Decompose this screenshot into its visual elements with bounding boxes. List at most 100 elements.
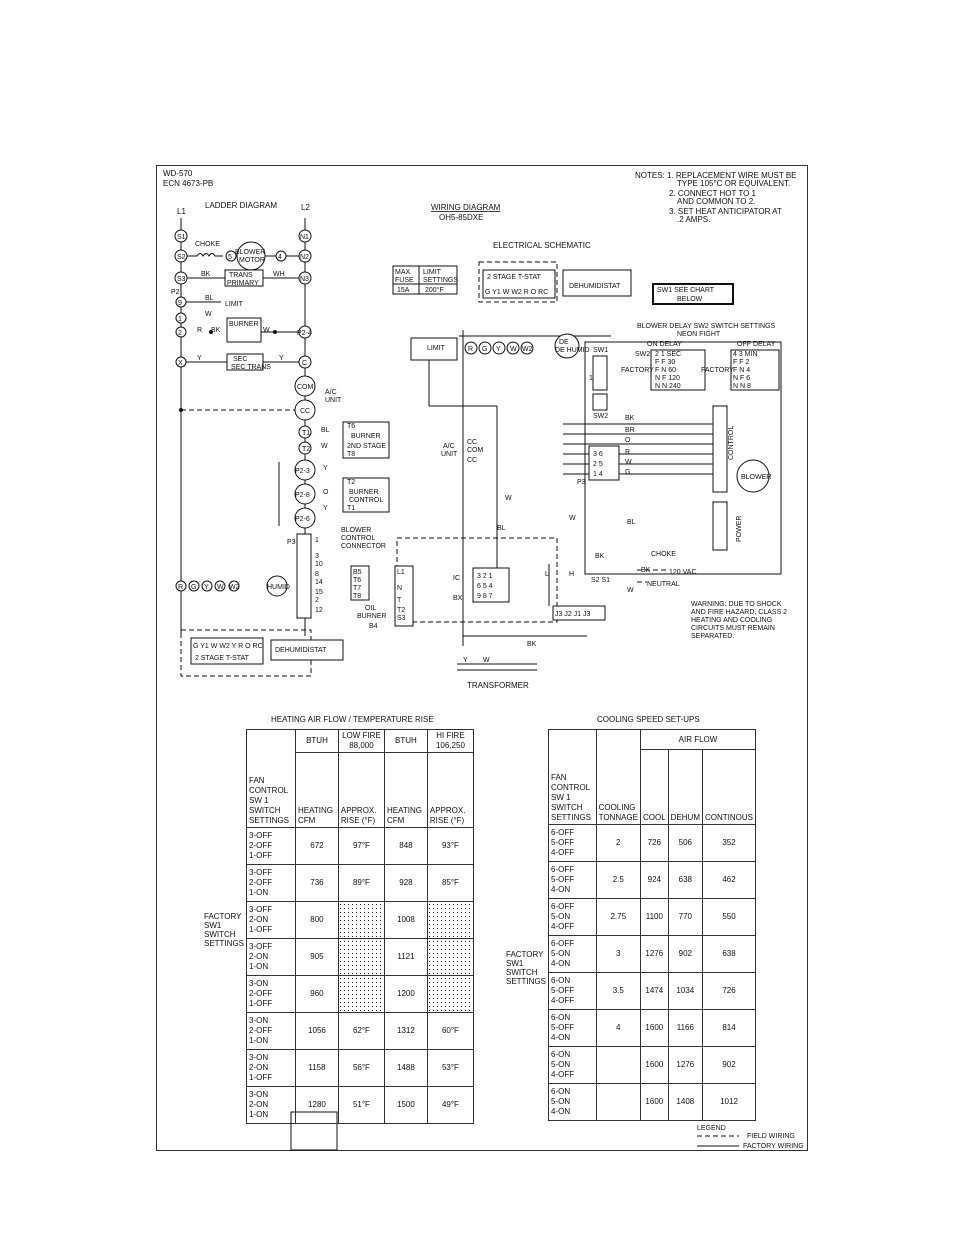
heating-low-rise	[337, 938, 385, 976]
svg-text:CONTROL: CONTROL	[728, 426, 735, 460]
svg-text:AND COMMON TO 2.: AND COMMON TO 2.	[677, 197, 755, 206]
svg-text:BR: BR	[625, 427, 635, 434]
svg-text:POWER: POWER	[736, 516, 743, 542]
heating-low-cfm: 672	[295, 827, 339, 865]
heating-hi-rise: 85°F	[426, 864, 475, 902]
svg-text:8: 8	[315, 571, 319, 578]
svg-text:2. CONNECT HOT TO 1: 2. CONNECT HOT TO 1	[669, 189, 757, 198]
svg-text:BK: BK	[527, 641, 537, 648]
drawing-sheet: WD-570 ECN 4673-PB LADDER DIAGRAM WIRING…	[156, 165, 808, 1151]
svg-text:BURNER: BURNER	[357, 613, 387, 620]
heating-low-cfm: 800	[295, 901, 339, 939]
svg-text:X: X	[178, 360, 183, 367]
svg-text:4: 4	[278, 254, 282, 261]
svg-text:FACTORY: FACTORY	[621, 367, 654, 374]
cooling-cfm: 1600	[639, 1083, 669, 1121]
heating-low-rise	[337, 975, 385, 1013]
continuous-cfm: 726	[702, 972, 756, 1010]
svg-text:TRANS: TRANS	[229, 272, 253, 279]
svg-text:W: W	[627, 587, 634, 594]
svg-text:TRANSFORMER: TRANSFORMER	[467, 681, 529, 690]
cooling-tonnage: 3.5	[595, 972, 641, 1010]
heating-low-rise: 51°F	[337, 1086, 385, 1124]
svg-text:BURNER: BURNER	[229, 321, 259, 328]
ladder-tstat-terminals: R G Y W W2 HUMID	[175, 575, 290, 597]
svg-text:UNIT: UNIT	[325, 397, 342, 404]
cooling-cfm: 1276	[639, 935, 669, 973]
heating-low-rise: 97°F	[337, 827, 385, 865]
svg-text:HUMID: HUMID	[267, 584, 290, 591]
svg-text:F N 60: F N 60	[655, 367, 676, 374]
cooling-tonnage: 2.75	[595, 898, 641, 936]
svg-text:Y: Y	[323, 505, 328, 512]
svg-text:AND FIRE HAZARD, CLASS 2: AND FIRE HAZARD, CLASS 2	[691, 609, 787, 616]
svg-text:3 2 1: 3 2 1	[477, 573, 493, 580]
svg-text:Y: Y	[279, 355, 284, 362]
dehum-cfm: 638	[667, 861, 704, 899]
svg-text:P2-3: P2-3	[295, 468, 310, 475]
cooling-cfm: 1600	[639, 1009, 669, 1047]
cooling-tonnage: 3	[595, 935, 641, 973]
svg-text:G Y1 W W2 Y R O RC: G Y1 W W2 Y R O RC	[193, 643, 263, 650]
cooling-switch-setting: 6-OFF 5-ON 4-OFF	[548, 898, 597, 936]
svg-text:2 1 SEC: 2 1 SEC	[655, 351, 681, 358]
svg-text:H: H	[569, 571, 574, 578]
heating-table: FAN CONTROL SW 1 SWITCH SETTINGS BTUH LO…	[246, 729, 475, 1124]
svg-text:BL: BL	[205, 295, 214, 302]
svg-text:BLOWER DELAY SW2 SWITCH SETTIN: BLOWER DELAY SW2 SWITCH SETTINGS	[637, 323, 776, 330]
heating-hi-rise: 93°F	[426, 827, 475, 865]
heating-low-cfm: 1158	[295, 1049, 339, 1087]
svg-text:Y: Y	[197, 355, 202, 362]
svg-text:DE HUMID: DE HUMID	[555, 347, 590, 354]
svg-text:ON DELAY: ON DELAY	[647, 341, 682, 348]
svg-text:BURNER: BURNER	[351, 433, 381, 440]
svg-text:O: O	[323, 489, 329, 496]
warning-note: WARNING: DUE TO SHOCK AND FIRE HAZARD, C…	[691, 601, 787, 640]
svg-text:FACTORY WIRING: FACTORY WIRING	[743, 1143, 804, 1150]
svg-text:L2: L2	[301, 203, 310, 212]
continuous-cfm: 1012	[702, 1083, 756, 1121]
svg-text:LIMIT: LIMIT	[427, 345, 446, 352]
svg-text:P2-6: P2-6	[295, 516, 310, 523]
svg-text:IC: IC	[453, 575, 460, 582]
svg-text:BLOWER: BLOWER	[741, 474, 771, 481]
heating-hi-rise: 60°F	[426, 1012, 475, 1050]
svg-text:S1: S1	[177, 234, 186, 241]
svg-text:B4: B4	[369, 623, 378, 630]
svg-text:1: 1	[178, 316, 182, 323]
svg-text:OFF DELAY: OFF DELAY	[737, 341, 776, 348]
svg-text:P3: P3	[287, 539, 296, 546]
svg-text:N N 8: N N 8	[733, 383, 751, 390]
svg-text:COM: COM	[467, 447, 484, 454]
svg-text:120 VAC: 120 VAC	[669, 569, 697, 576]
svg-text:MAX: MAX	[395, 269, 411, 276]
svg-text:200°F: 200°F	[425, 286, 444, 294]
dehum-cfm: 1166	[667, 1009, 704, 1047]
svg-text:SW1: SW1	[593, 347, 608, 354]
svg-text:T: T	[397, 597, 402, 604]
schematic-title: ELECTRICAL SCHEMATIC	[493, 241, 591, 250]
svg-text:BLOWER: BLOWER	[341, 527, 371, 534]
svg-text:PRIMARY: PRIMARY	[227, 280, 259, 287]
svg-text:P2-4: P2-4	[297, 330, 312, 337]
svg-text:15A: 15A	[397, 287, 410, 294]
svg-text:FUSE: FUSE	[395, 277, 414, 284]
dehum-cfm: 506	[667, 824, 704, 862]
wiring-title: WIRING DIAGRAM	[431, 203, 501, 212]
dehum-cfm: 770	[667, 898, 704, 936]
svg-text:15: 15	[315, 589, 323, 596]
heating-switch-setting: 3-OFF 2-OFF 1-ON	[246, 864, 296, 902]
svg-text:T1: T1	[302, 430, 310, 437]
svg-text:2ND STAGE: 2ND STAGE	[347, 443, 386, 450]
heating-switch-setting: 3-ON 2-ON 1-ON	[246, 1086, 296, 1124]
ladder-title: LADDER DIAGRAM	[205, 201, 277, 210]
svg-text:DEHUMIDISTAT: DEHUMIDISTAT	[569, 283, 621, 290]
svg-text:T2: T2	[347, 479, 355, 486]
heating-switch-setting: 3-ON 2-ON 1-OFF	[246, 1049, 296, 1087]
